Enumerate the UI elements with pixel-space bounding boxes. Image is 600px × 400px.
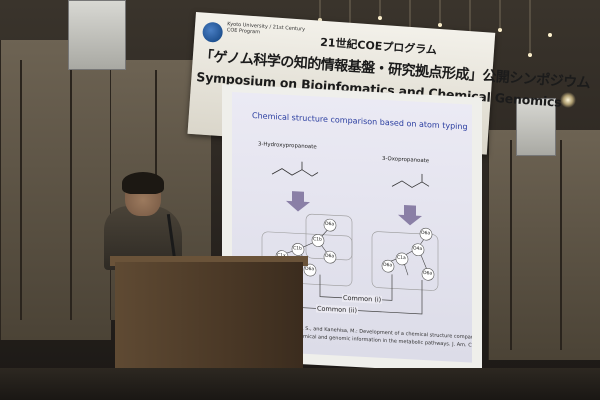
presenter-hair (122, 172, 164, 194)
ceiling-light (560, 92, 576, 108)
atom-label: O4a (413, 246, 423, 252)
wall-speaker-right (516, 98, 556, 156)
panel-divider (20, 60, 22, 320)
molecule-right-structure (391, 173, 430, 188)
molecule-left-structure (271, 161, 319, 177)
atom-label: C1b (313, 237, 322, 243)
banner-org: Kyoto University / 21st Century COE Prog… (226, 21, 306, 36)
panel-divider (560, 140, 562, 350)
atom-label: C1a (397, 255, 406, 262)
atom-label: O6a (421, 230, 431, 237)
wall-speaker-left (68, 0, 126, 70)
podium-top (110, 256, 308, 266)
wall-panel-right (488, 130, 600, 360)
arrow-down-icon (398, 205, 422, 226)
university-logo-icon (201, 21, 224, 43)
floor (0, 368, 600, 400)
atom-label: O6a (325, 221, 335, 228)
atom-label: O6a (325, 253, 335, 260)
arrow-down-icon (286, 191, 310, 212)
atom-label: O6a (383, 262, 393, 269)
panel-divider (510, 140, 512, 350)
atom-label: O6a (423, 271, 433, 277)
atom-label: O6a (305, 266, 315, 273)
atom-label: C1b (293, 246, 302, 252)
panel-divider (70, 60, 72, 320)
wall-panel-left (0, 40, 111, 340)
